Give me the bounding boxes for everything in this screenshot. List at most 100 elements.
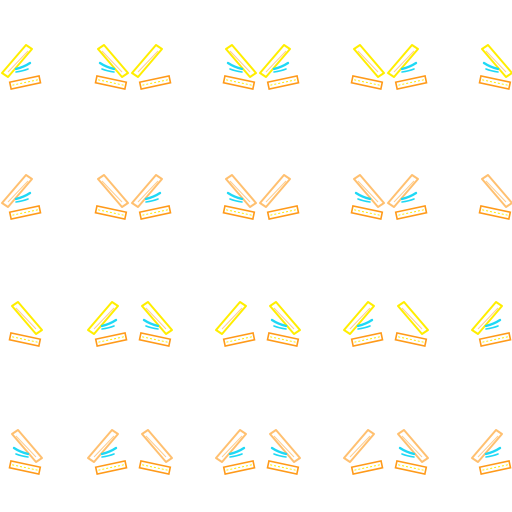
motif-right-frame: [94, 174, 129, 220]
bottom-bar-ticks: [398, 209, 424, 216]
cyan-accent: [273, 68, 287, 73]
bottom-bar: [138, 74, 172, 90]
frame-inner-line: [401, 435, 423, 458]
cyan-accent: [100, 446, 118, 456]
motif-left-frame: [259, 174, 300, 220]
cyan-accent: [15, 198, 29, 203]
motif-right-frame: [478, 44, 512, 90]
frame-inner-line: [393, 180, 415, 203]
bottom-bar: [478, 74, 512, 90]
motif-right-frame: [350, 174, 385, 220]
cyan-accent: [272, 61, 290, 71]
bottom-bar: [266, 331, 300, 347]
bottom-bar: [266, 459, 300, 475]
cyan-accent: [226, 61, 244, 71]
slanted-frame: [471, 301, 503, 335]
bottom-bar-outline: [350, 204, 384, 220]
slanted-frame: [387, 174, 419, 208]
slanted-frame: [481, 44, 512, 78]
frame-inner-line: [145, 307, 167, 330]
bottom-bar: [94, 331, 128, 347]
frame-inner-line: [7, 50, 29, 73]
bottom-bar-outline: [478, 331, 512, 347]
bottom-bar-outline: [222, 331, 256, 347]
cyan-accent: [145, 198, 159, 203]
bottom-bar-outline: [94, 459, 128, 475]
bottom-bar: [478, 331, 512, 347]
frame-inner-line: [273, 435, 295, 458]
bottom-bar: [266, 204, 300, 220]
motif-right-frame: [394, 429, 429, 475]
cyan-accent: [357, 325, 371, 330]
frame-inner-line: [137, 180, 159, 203]
motif-left-frame: [1, 44, 42, 90]
frame-inner-line: [221, 435, 243, 458]
slanted-frame: [343, 301, 375, 335]
cyan-accent: [101, 68, 115, 73]
bottom-bar-ticks: [226, 79, 252, 86]
bottom-bar-ticks: [142, 464, 168, 471]
slanted-frame: [269, 301, 301, 335]
motif-left-frame: [215, 301, 256, 347]
motif-left-frame: [343, 429, 384, 475]
slanted-frame: [269, 429, 301, 463]
motif-right-frame: [266, 301, 301, 347]
bottom-bar: [222, 74, 256, 90]
cyan-accent: [228, 446, 246, 456]
frame-inner-line: [145, 435, 167, 458]
frame-inner-line: [15, 435, 37, 458]
bottom-bar: [222, 331, 256, 347]
cyan-accent: [270, 446, 288, 456]
motif-right-frame: [394, 301, 429, 347]
motif-left-frame: [131, 44, 172, 90]
cyan-accent: [98, 61, 116, 71]
frame-inner-line: [7, 180, 29, 203]
bottom-bar-ticks: [226, 336, 252, 343]
bottom-bar-ticks: [226, 209, 252, 216]
slanted-frame: [343, 429, 375, 463]
cyan-accent: [101, 325, 115, 330]
bottom-bar-outline: [350, 459, 384, 475]
bottom-bar: [350, 204, 384, 220]
motif-left-frame: [387, 44, 428, 90]
bottom-bar-outline: [266, 74, 300, 90]
slanted-frame: [353, 44, 385, 78]
bottom-bar: [350, 459, 384, 475]
bottom-bar: [138, 331, 172, 347]
frame-inner-line: [229, 50, 251, 73]
cyan-accent: [401, 453, 415, 458]
cyan-accent: [226, 191, 244, 201]
bottom-bar-ticks: [226, 464, 252, 471]
slanted-frame: [141, 301, 173, 335]
slanted-frame: [141, 429, 173, 463]
bottom-bar-ticks: [12, 209, 38, 216]
bottom-bar-ticks: [482, 79, 508, 86]
motif-left-frame: [471, 301, 512, 347]
motif-right-frame: [94, 44, 129, 90]
bottom-bar-outline: [394, 459, 428, 475]
bottom-bar: [94, 74, 128, 90]
motif-left-frame: [1, 174, 42, 220]
bottom-bar: [8, 204, 42, 220]
frame-inner-line: [485, 50, 507, 73]
slanted-frame: [11, 429, 43, 463]
bottom-bar-outline: [394, 204, 428, 220]
bottom-bar-ticks: [354, 336, 380, 343]
slanted-frame: [215, 301, 247, 335]
bottom-bar: [394, 459, 428, 475]
slanted-frame: [1, 44, 33, 78]
bottom-bar-outline: [8, 459, 42, 475]
cyan-accent: [100, 318, 118, 328]
bottom-bar-ticks: [270, 209, 296, 216]
bottom-bar-outline: [138, 204, 172, 220]
cyan-accent: [357, 198, 371, 203]
bottom-bar-outline: [94, 74, 128, 90]
slanted-frame: [353, 174, 385, 208]
motif-right-frame: [350, 44, 385, 90]
cyan-accent: [144, 191, 162, 201]
bottom-bar-ticks: [98, 79, 124, 86]
cyan-accent: [101, 453, 115, 458]
slanted-frame: [87, 429, 119, 463]
bottom-bar-ticks: [142, 209, 168, 216]
